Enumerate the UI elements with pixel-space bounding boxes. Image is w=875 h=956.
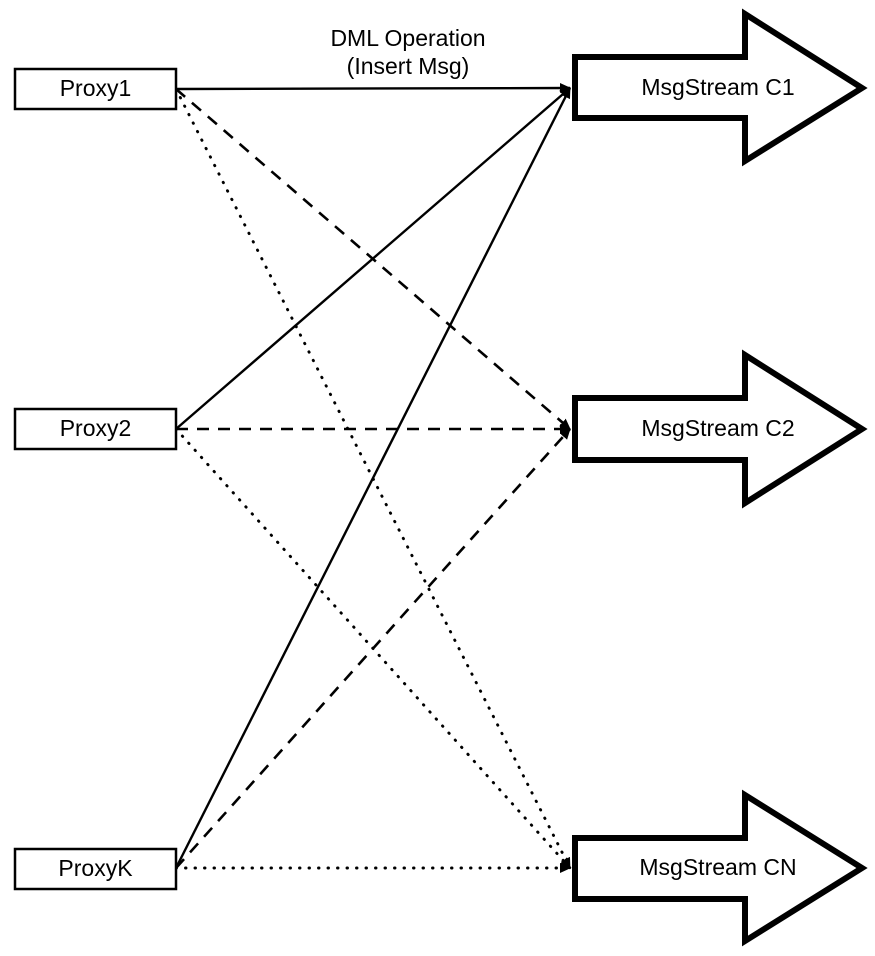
proxy-box-proxy1[interactable] <box>13 67 178 111</box>
stream-node-c2[interactable]: MsgStream C2 <box>572 349 868 509</box>
annotation-line-2: (Insert Msg) <box>347 53 470 79</box>
proxy-box-proxy2[interactable] <box>13 407 178 451</box>
stream-label-c1: MsgStream C1 <box>641 74 794 100</box>
proxy-node-proxyk[interactable]: ProxyK <box>13 847 178 891</box>
edge-group <box>174 83 572 873</box>
edge-proxyk-to-stream-c2 <box>175 428 571 869</box>
stream-arrow-shape-c1[interactable] <box>572 8 868 167</box>
proxy-node-proxy2[interactable]: Proxy2 <box>13 407 178 451</box>
proxy-label-proxy2: Proxy2 <box>60 415 132 441</box>
edge-proxy1-to-stream-c1 <box>175 83 571 94</box>
stream-node-cn[interactable]: MsgStream CN <box>572 789 868 947</box>
annotation-dml-operation: DML Operation (Insert Msg) <box>330 25 485 79</box>
proxy-label-proxy1: Proxy1 <box>60 75 132 101</box>
annotation-line-1: DML Operation <box>330 25 485 51</box>
proxy-node-proxy1[interactable]: Proxy1 <box>13 67 178 111</box>
edge-proxyk-to-stream-c1 <box>174 87 572 869</box>
stream-label-c2: MsgStream C2 <box>641 415 794 441</box>
stream-label-cn: MsgStream CN <box>639 854 796 880</box>
stream-node-c1[interactable]: MsgStream C1 <box>572 8 868 167</box>
proxy-label-proxyk: ProxyK <box>58 855 133 881</box>
edge-proxy2-to-stream-c1 <box>175 87 571 430</box>
stream-arrow-shape-c2[interactable] <box>572 349 868 509</box>
stream-arrow-shape-cn[interactable] <box>572 789 868 947</box>
proxy-box-proxyk[interactable] <box>13 847 178 891</box>
